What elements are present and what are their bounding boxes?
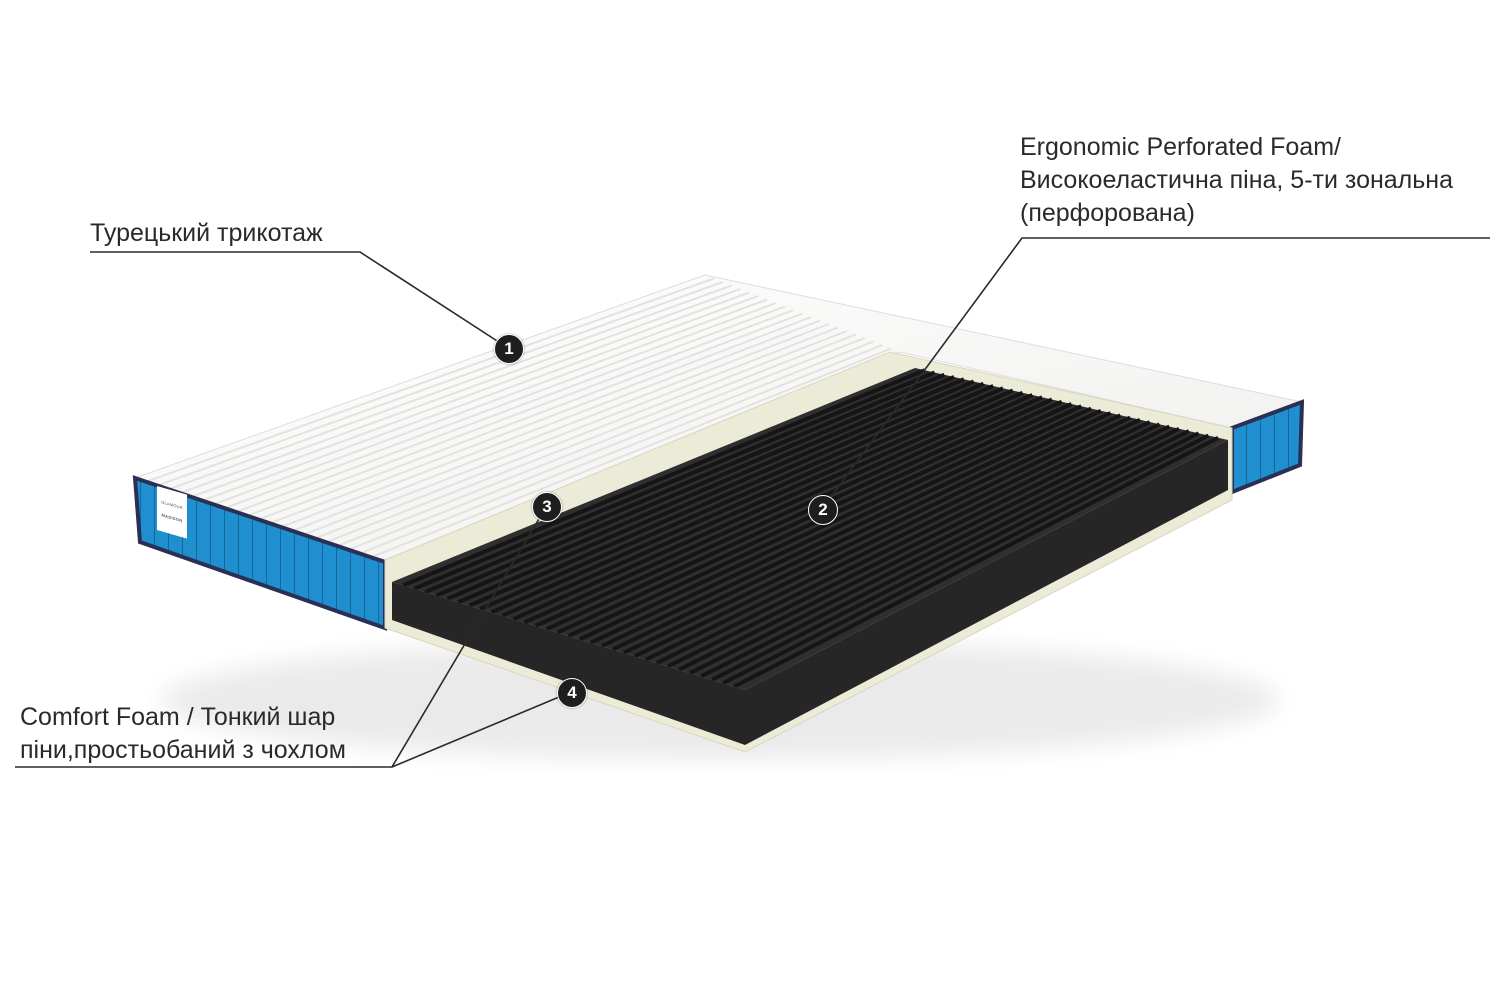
cover-quilt-line [225, 302, 777, 509]
foam-rib [600, 408, 1102, 648]
cover-quilt-line [316, 330, 848, 539]
foam-rib [512, 390, 1024, 621]
cover-quilt-line [146, 277, 715, 483]
cover-quilt-line [293, 323, 830, 532]
cover-quilt-line [248, 309, 794, 517]
foam-rib [644, 417, 1141, 662]
tag-brand: GLAMOUR [161, 499, 183, 511]
callout-label-1: Турецький трикотаж [90, 219, 323, 247]
foam-rib [468, 381, 985, 608]
foam-rib [688, 426, 1180, 675]
cover-quilt-line [361, 344, 883, 554]
foam-rib [479, 384, 995, 611]
foam-rib [666, 422, 1161, 669]
callout-marker-4: 4 [557, 678, 587, 708]
foam-rib [534, 395, 1043, 628]
cover-quilt-line [271, 316, 812, 524]
cover-quilt-line [191, 291, 750, 498]
foam-rib [677, 424, 1171, 672]
cover-quilt-line [180, 288, 741, 494]
foam-rib [611, 411, 1112, 652]
cover-quilt-line [282, 319, 821, 528]
cover-quilt-line [350, 340, 874, 550]
brand-tag: GLAMOUR MADISON [157, 486, 187, 539]
foam-rib [523, 393, 1034, 625]
foam-rib [633, 415, 1132, 659]
foam-rib [501, 388, 1014, 618]
cover-quilt-line [259, 312, 803, 520]
cover-quilt-line [214, 298, 768, 506]
foam-rib [402, 368, 926, 588]
foam-rib [589, 406, 1092, 645]
callout-label-2: Ergonomic Perforated Foam/Високоеластичн… [1020, 133, 1454, 227]
tag-model: MADISON [161, 512, 183, 524]
cover-quilt-line [168, 284, 732, 491]
callout-marker-2: 2 [808, 495, 838, 525]
cover-quilt-line [157, 281, 724, 487]
cover-quilt-line [305, 326, 839, 535]
cover-quilt-line [339, 337, 865, 547]
foam-rib [655, 420, 1151, 665]
foam-rib [457, 379, 975, 605]
foam-rib [545, 397, 1053, 632]
foam-rib [622, 413, 1122, 655]
foam-rib [413, 370, 936, 591]
foam-rib [711, 431, 1200, 682]
cover-quilt-line [236, 305, 786, 513]
cover-quilt-line [327, 333, 857, 543]
cover-quilt-line [202, 295, 759, 502]
foam-rib [435, 375, 955, 598]
perforated-foam-side [392, 440, 1228, 745]
foam-rib [446, 377, 965, 601]
cover-quilting [146, 277, 892, 558]
cover-quilt-line [373, 347, 892, 558]
foam-rib [699, 429, 1190, 679]
foam-rib [490, 386, 1004, 615]
foam-rib [733, 435, 1220, 689]
foam-rib [424, 372, 946, 594]
callout-marker-1: 1 [494, 334, 524, 364]
callout-lines [15, 237, 1490, 768]
foam-rib [722, 433, 1210, 686]
callout-marker-3: 3 [532, 492, 562, 522]
